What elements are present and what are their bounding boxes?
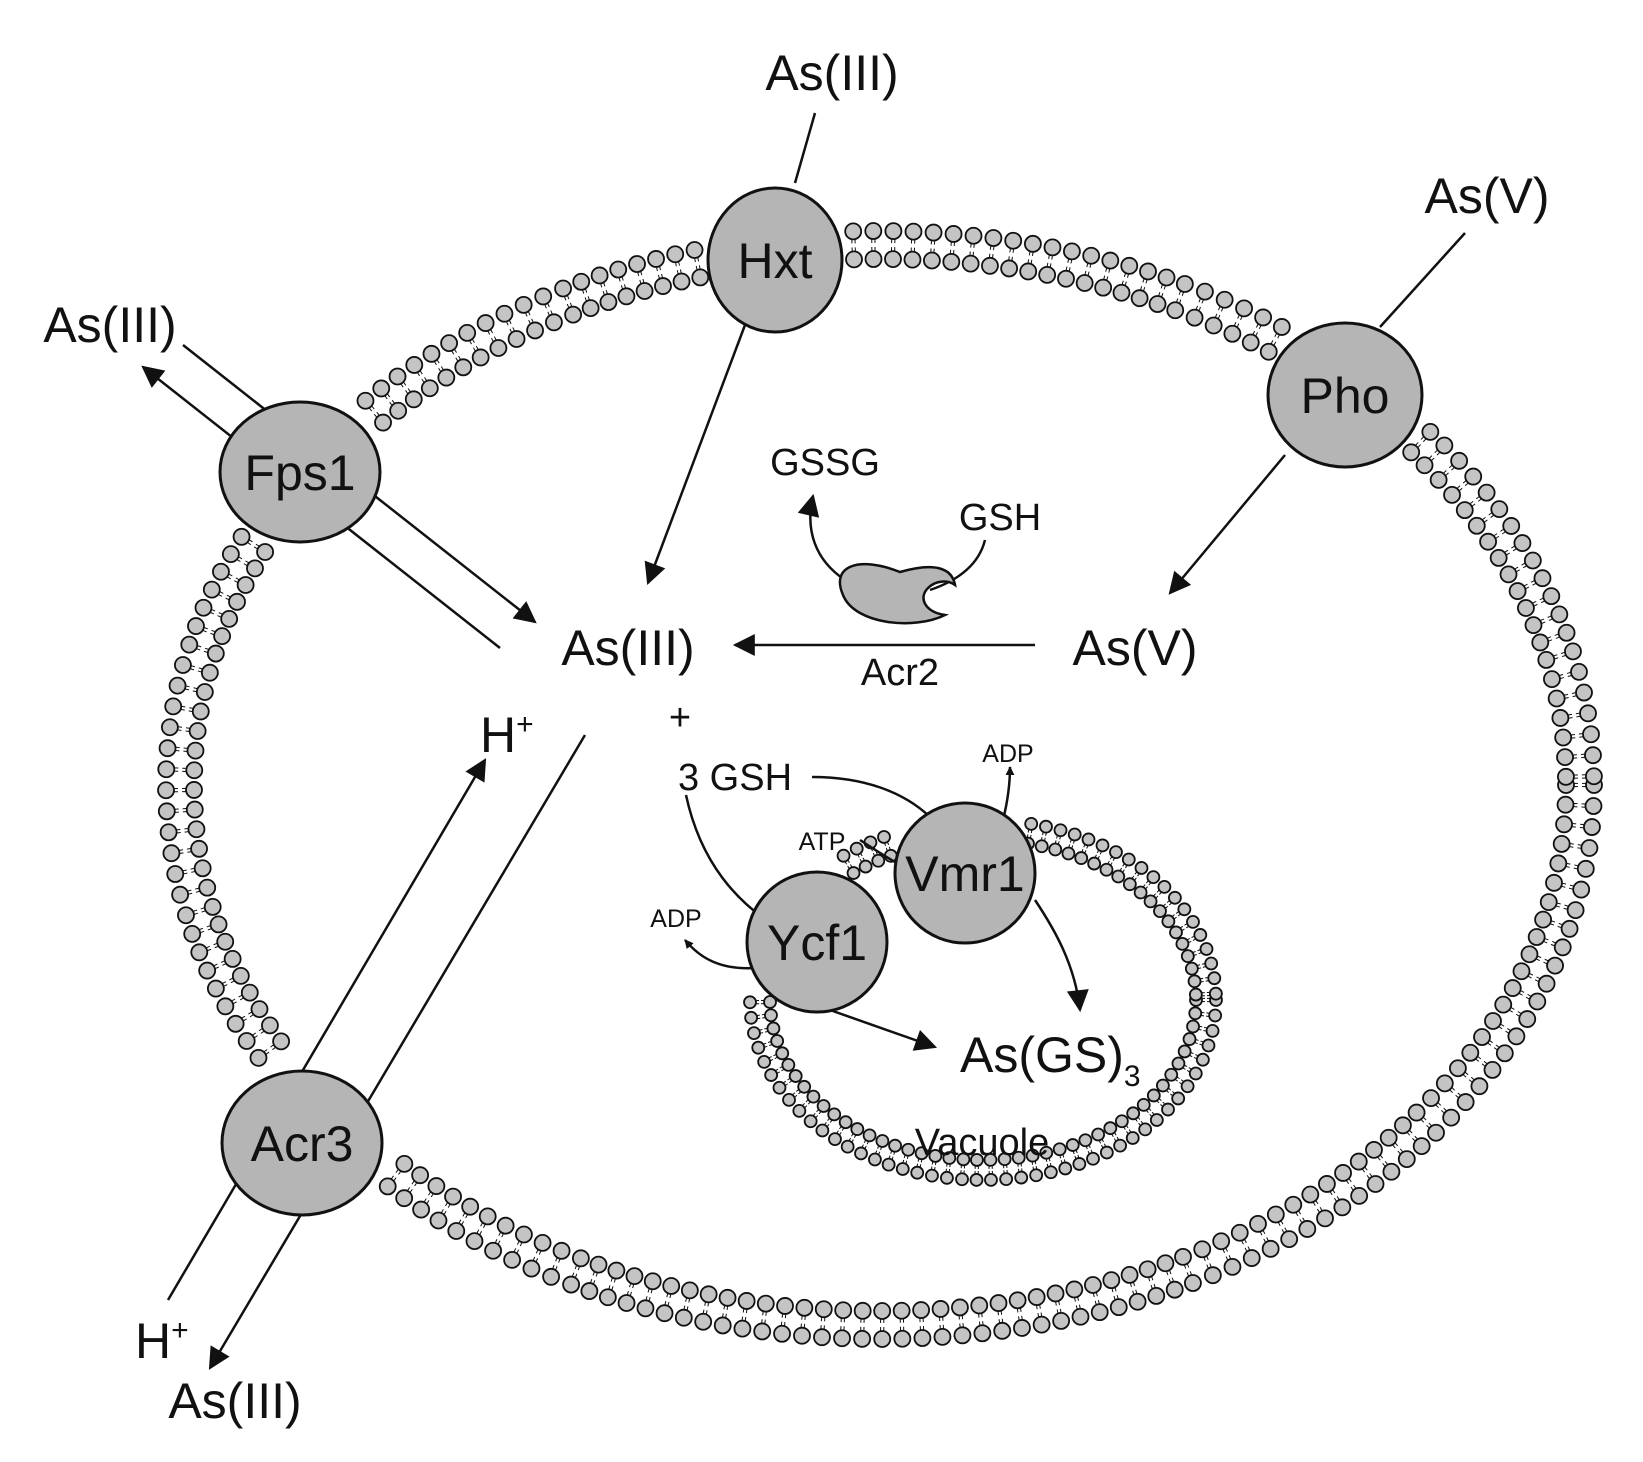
vmr1-label: Vmr1 bbox=[905, 846, 1024, 902]
ycf1-adp-label: ADP bbox=[650, 905, 701, 933]
as3-outside-left-label: As(III) bbox=[43, 297, 176, 353]
gsh-binding-curve bbox=[929, 539, 987, 592]
acr3-antiporter: Acr3 bbox=[220, 1069, 384, 1217]
three-gsh-label: 3 GSH bbox=[678, 757, 792, 799]
pho-label: Pho bbox=[1301, 368, 1390, 424]
gssg-label: GSSG bbox=[770, 442, 880, 484]
h-plus-inside-label: H+ bbox=[480, 707, 534, 763]
as3-outside-top-label: As(III) bbox=[765, 45, 898, 101]
h-plus-outside-label: H+ bbox=[135, 1313, 189, 1369]
acr3-label: Acr3 bbox=[251, 1116, 354, 1172]
vacuole-label: Vacuole bbox=[915, 1122, 1050, 1164]
acr2-enzyme-icon bbox=[838, 563, 957, 625]
gssg-release-arrow bbox=[797, 493, 846, 582]
as-gs3-label: As(GS)3 bbox=[960, 1027, 1141, 1093]
fps1-channel: Fps1 bbox=[218, 400, 382, 544]
ycf1-to-vacuole-arrow bbox=[829, 1008, 938, 1051]
pho-transporter: Pho bbox=[1266, 321, 1424, 469]
ycf1-transporter: Ycf1 bbox=[745, 870, 889, 1014]
acr3-arsenite-out-arrow bbox=[208, 734, 587, 1370]
vacuole-membrane bbox=[743, 816, 1223, 1187]
as3-cytosol-label: As(III) bbox=[561, 620, 694, 676]
as3-outside-bottom-label: As(III) bbox=[168, 1373, 301, 1429]
ycf1-adp-arrow bbox=[684, 939, 756, 970]
as5-outside-label: As(V) bbox=[1425, 168, 1550, 224]
cell-membrane bbox=[157, 222, 1603, 1348]
ycf1-label: Ycf1 bbox=[767, 915, 867, 971]
vmr1-adp-arrow bbox=[1001, 766, 1015, 821]
vmr1-to-vacuole-arrow bbox=[1033, 899, 1089, 1013]
hxt-label: Hxt bbox=[738, 233, 813, 289]
fps1-label: Fps1 bbox=[244, 445, 355, 501]
as5-cytosol-label: As(V) bbox=[1073, 620, 1198, 676]
hxt-uptake-line-outer bbox=[793, 112, 817, 184]
pho-uptake-arrow bbox=[1168, 454, 1286, 595]
hxt-transporter: Hxt bbox=[706, 186, 844, 334]
atp-label: ATP bbox=[799, 828, 846, 856]
hxt-uptake-arrow bbox=[644, 324, 747, 586]
acr3-proton-in-arrow bbox=[166, 758, 487, 1301]
acr2-label: Acr2 bbox=[861, 652, 939, 694]
pho-uptake-line-outer bbox=[1379, 232, 1466, 328]
gsh-label: GSH bbox=[959, 497, 1041, 539]
vmr1-transporter: Vmr1 bbox=[893, 801, 1037, 945]
plus-sign: + bbox=[669, 697, 691, 739]
gsh-to-vmr1-curve bbox=[811, 775, 936, 823]
vmr1-adp-label: ADP bbox=[982, 740, 1033, 768]
